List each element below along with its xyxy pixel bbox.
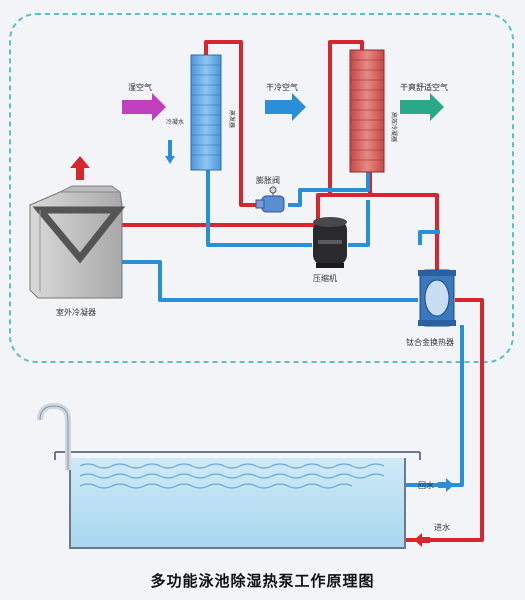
return-water-arrow-icon [438, 478, 454, 492]
dry-comfort-air-label: 干爽舒适空气 [400, 82, 448, 92]
fan-arrow-icon [70, 156, 90, 180]
expansion-valve-icon [255, 186, 285, 213]
evaporator-label: 蒸发器 [228, 110, 236, 128]
condensate-label: 冷凝水 [166, 118, 184, 126]
hot-pipe-main [122, 172, 372, 227]
return-water-pipe [405, 325, 464, 487]
page-title: 多功能泳池除湿热泵工作原理图 [150, 572, 375, 590]
hot-pipe-evap-top [204, 40, 256, 207]
supply-water-pipe [405, 298, 484, 542]
cold-pipe-outdoor [122, 260, 418, 302]
outdoor-condenser-label: 室外冷凝器 [56, 307, 96, 317]
refrigerant-pipes [122, 40, 484, 542]
condensate-arrow-icon [165, 140, 175, 164]
compressor-icon [313, 217, 347, 268]
compressor-label: 压缩机 [313, 273, 337, 283]
equipment-boundary [9, 13, 514, 363]
expansion-valve-label: 膨胀阀 [256, 175, 280, 185]
supply-water-label: 进水 [434, 522, 450, 532]
cold-pipe-suction [348, 200, 370, 247]
dry-comfort-air-arrow-icon [400, 93, 444, 121]
dry-cold-air-label: 干冷空气 [266, 82, 298, 92]
titanium-exchanger-label: 钛合金换热器 [406, 337, 454, 347]
cold-pipe-valve [288, 172, 370, 207]
outdoor-condenser-unit [29, 185, 126, 299]
supply-water-arrow-icon [414, 533, 430, 547]
return-water-label: 回水 [418, 480, 434, 490]
water-waves [79, 463, 385, 489]
heat-exchanger-icon [418, 269, 456, 327]
dry-cold-air-arrow-icon [265, 93, 306, 121]
cold-pipe-exchanger [418, 230, 440, 245]
wet-air-arrow-icon [122, 93, 166, 121]
high-efficiency-condenser [349, 49, 385, 173]
hot-pipe-cond-top [328, 40, 364, 195]
cold-pipe-evap-out [206, 170, 312, 247]
swimming-pool [37, 402, 421, 549]
hot-pipe-to-exchanger [370, 193, 439, 275]
condenser-label: 高效冷凝器 [390, 112, 398, 142]
wet-air-label: 湿空气 [128, 82, 152, 92]
evaporator [190, 54, 222, 171]
